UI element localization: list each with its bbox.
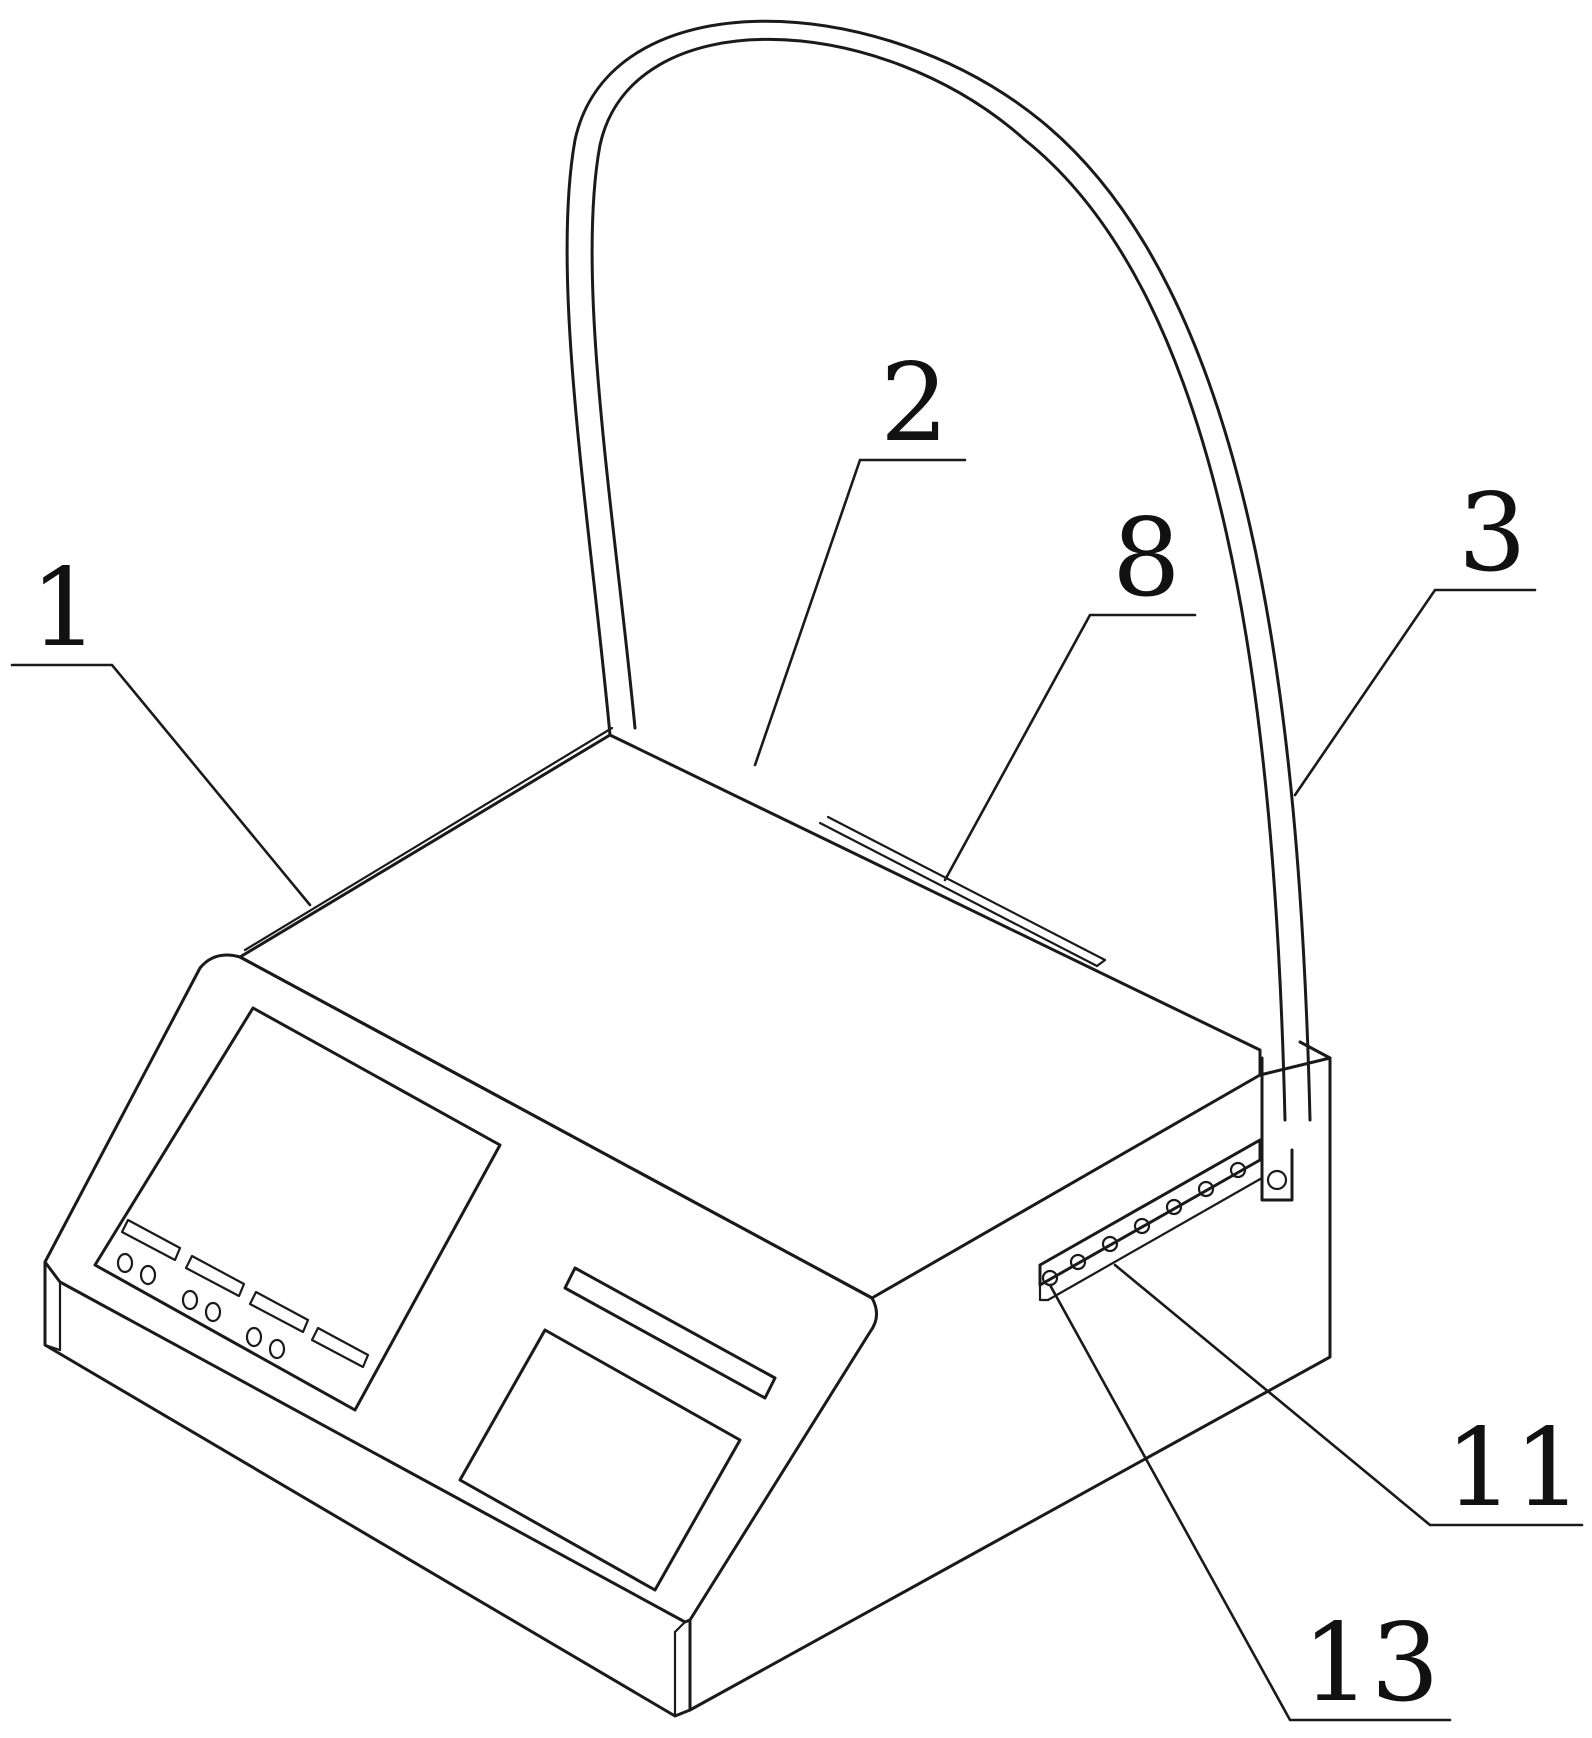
button-group — [116, 1218, 370, 1369]
label-part-13: 13 — [1302, 1601, 1439, 1726]
device-body — [43, 726, 1332, 1718]
label-part-11: 11 — [1445, 1406, 1582, 1531]
leader-lines — [10, 458, 1584, 1722]
leader-2 — [753, 458, 967, 767]
top-surface — [238, 733, 1262, 1300]
carrying-handle — [565, 19, 1312, 1202]
adjustment-rail — [1038, 1138, 1264, 1302]
top-groove — [818, 815, 1107, 968]
leader-11 — [1113, 1263, 1584, 1527]
secondary-display — [458, 1266, 777, 1592]
leader-1 — [10, 663, 312, 907]
front-panel — [43, 953, 878, 1624]
label-part-1: 1 — [30, 546, 99, 671]
base-skirt — [43, 1260, 692, 1718]
leader-13 — [1048, 1283, 1452, 1722]
label-part-2: 2 — [880, 341, 949, 466]
leader-3 — [1293, 588, 1537, 797]
right-side-face — [688, 1056, 1332, 1712]
leader-8 — [943, 613, 1197, 882]
display-screen — [93, 1006, 502, 1412]
label-part-3: 3 — [1458, 471, 1527, 596]
reference-numerals: 1 2 3 8 11 13 — [30, 341, 1582, 1726]
label-part-8: 8 — [1112, 496, 1181, 621]
